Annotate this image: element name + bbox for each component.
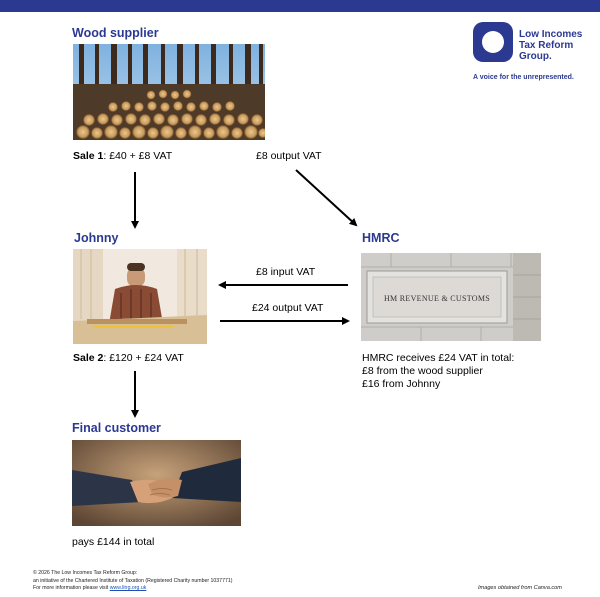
logo-line-3: Group. [519, 51, 552, 62]
logo-tagline: A voice for the unrepresented. [473, 74, 574, 81]
litrg-logo: Low Incomes Tax Reform Group. [473, 22, 585, 86]
final-customer-pays: pays £144 in total [72, 536, 155, 548]
input-vat-label: £8 input VAT [256, 266, 316, 278]
hmrc-heading: HMRC [362, 231, 400, 245]
sale-1-amount: : £40 + £8 VAT [103, 150, 173, 162]
image-credit: Images obtained from Canva.com [478, 585, 562, 591]
footer-line-3: For more information please visit www.li… [33, 585, 232, 593]
hmrc-summary-line-1: HMRC receives £24 VAT in total: [362, 352, 515, 364]
logo-line-1: Low Incomes [519, 29, 583, 40]
hmrc-sign-image: HM REVENUE & CUSTOMS [361, 253, 541, 341]
sale-2-amount: : £120 + £24 VAT [103, 352, 184, 364]
sale-2-bold: Sale 2 [73, 352, 104, 364]
carpenter-image [73, 249, 207, 344]
logo-ring-icon [473, 22, 513, 62]
footer-website-link[interactable]: www.litrg.org.uk [109, 585, 147, 591]
hmrc-summary-line-3: £16 from Johnny [362, 378, 441, 390]
handshake-image [72, 440, 241, 526]
footer-line-1: © 2026 The Low Incomes Tax Reform Group: [33, 570, 138, 576]
sale-2-label: Sale 2: £120 + £24 VAT [73, 352, 184, 364]
hmrc-summary: HMRC receives £24 VAT in total: £8 from … [362, 352, 514, 391]
sale-1-bold: Sale 1 [73, 150, 104, 162]
sale-1-label: Sale 1: £40 + £8 VAT [73, 150, 172, 162]
logo-line-2: Tax Reform [519, 40, 574, 51]
final-customer-heading: Final customer [72, 421, 161, 435]
wood-supplier-heading: Wood supplier [72, 26, 159, 40]
top-banner [0, 0, 600, 12]
logo-wordmark: Low Incomes Tax Reform Group. [519, 29, 589, 62]
hmrc-summary-line-2: £8 from the wood supplier [362, 365, 483, 377]
hmrc-sign-text: HM REVENUE & CUSTOMS [384, 294, 490, 303]
footer-line-2: an initiative of the Chartered Institute… [33, 577, 233, 584]
johnny-heading: Johnny [74, 231, 119, 245]
logs-image [73, 44, 265, 140]
johnny-output-vat-label: £24 output VAT [252, 302, 324, 314]
footer-line-3-prefix: For more information please visit [33, 585, 110, 591]
arrow-supplier-to-hmrc [295, 169, 358, 227]
wood-output-vat-label: £8 output VAT [256, 150, 322, 162]
footer: © 2026 The Low Incomes Tax Reform Group:… [33, 570, 232, 593]
